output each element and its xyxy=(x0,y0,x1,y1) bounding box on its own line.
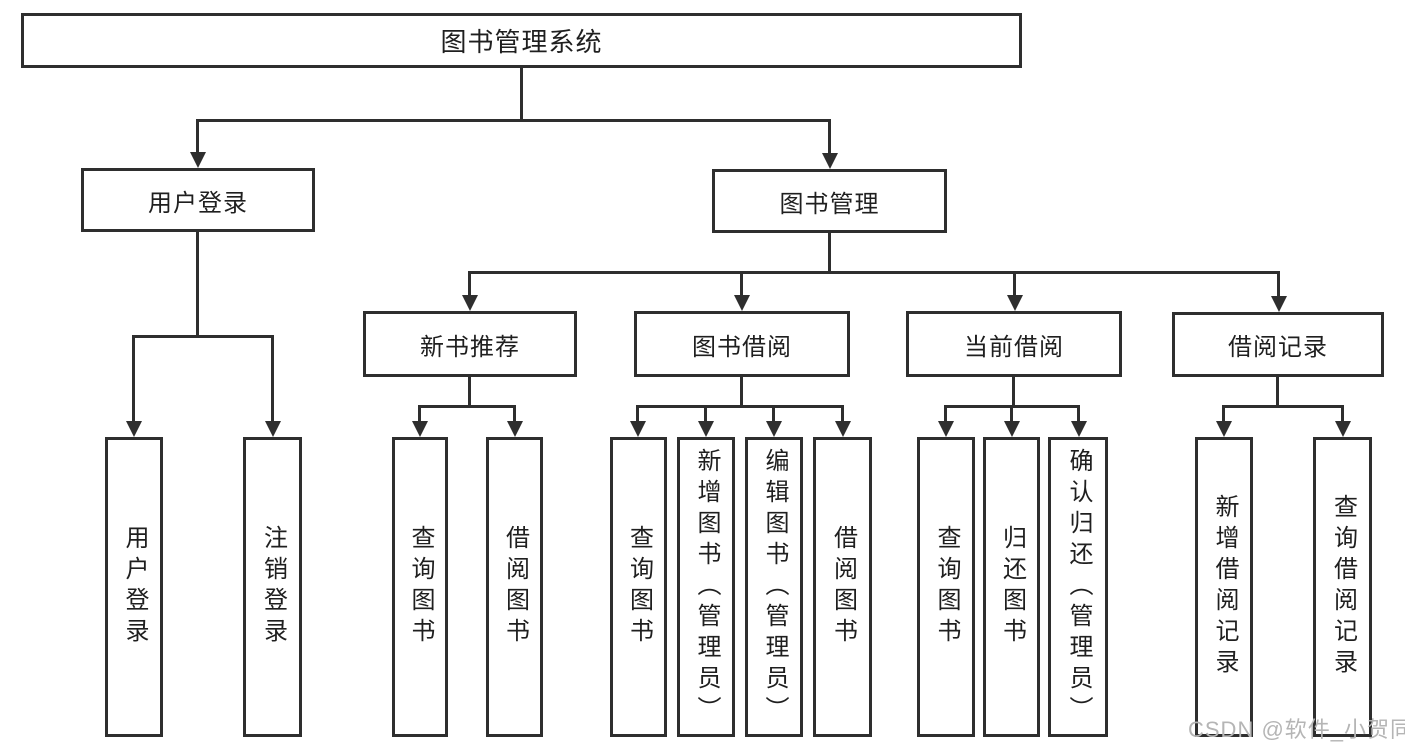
connector-line xyxy=(418,405,516,408)
node-book-management: 图书管理 xyxy=(712,169,947,233)
connector-line xyxy=(1077,405,1080,421)
connector-line xyxy=(841,405,844,421)
connector-line xyxy=(636,405,639,421)
connector-line xyxy=(418,405,421,421)
leaf-query-books-borrow: 查询图书 xyxy=(610,437,667,737)
leaf-borrow-books: 借阅图书 xyxy=(813,437,872,737)
connector-line xyxy=(468,271,1280,274)
arrowhead-icon xyxy=(1335,421,1351,437)
connector-line xyxy=(1341,405,1344,421)
connector-line xyxy=(196,119,199,153)
arrowhead-icon xyxy=(822,153,838,169)
connector-line xyxy=(196,232,199,338)
connector-line xyxy=(944,405,947,421)
connector-line xyxy=(1010,405,1013,421)
connector-line xyxy=(1276,377,1279,408)
arrowhead-icon xyxy=(835,421,851,437)
arrowhead-icon xyxy=(507,421,523,437)
arrowhead-icon xyxy=(1004,421,1020,437)
leaf-add-borrow-record: 新增借阅记录 xyxy=(1195,437,1253,737)
arrowhead-icon xyxy=(766,421,782,437)
connector-line xyxy=(271,335,274,421)
node-new-book-recommend: 新书推荐 xyxy=(363,311,577,377)
connector-line xyxy=(132,335,135,421)
connector-line xyxy=(468,271,471,296)
node-book-borrow: 图书借阅 xyxy=(634,311,850,377)
node-current-borrow: 当前借阅 xyxy=(906,311,1122,377)
arrowhead-icon xyxy=(1007,295,1023,311)
arrowhead-icon xyxy=(190,152,206,168)
connector-line xyxy=(828,119,831,153)
arrowhead-icon xyxy=(938,421,954,437)
leaf-logout: 注销登录 xyxy=(243,437,302,737)
leaf-confirm-return-admin: 确认归还（管理员） xyxy=(1048,437,1108,737)
connector-line xyxy=(1222,405,1225,421)
connector-line xyxy=(1277,271,1280,296)
connector-line xyxy=(1222,405,1344,408)
connector-line xyxy=(1013,271,1016,296)
connector-line xyxy=(468,377,471,408)
arrowhead-icon xyxy=(734,295,750,311)
arrowhead-icon xyxy=(1271,296,1287,312)
node-user-login: 用户登录 xyxy=(81,168,315,232)
connector-line xyxy=(704,405,707,421)
arrowhead-icon xyxy=(1216,421,1232,437)
leaf-query-borrow-record: 查询借阅记录 xyxy=(1313,437,1372,737)
connector-line xyxy=(196,119,831,122)
leaf-edit-books-admin: 编辑图书（管理员） xyxy=(745,437,803,737)
node-system-root: 图书管理系统 xyxy=(21,13,1022,68)
leaf-borrow-books-recommend: 借阅图书 xyxy=(486,437,543,737)
arrowhead-icon xyxy=(698,421,714,437)
arrowhead-icon xyxy=(265,421,281,437)
connector-line xyxy=(1012,377,1015,408)
leaf-return-books: 归还图书 xyxy=(983,437,1040,737)
leaf-user-login: 用户登录 xyxy=(105,437,163,737)
arrowhead-icon xyxy=(126,421,142,437)
connector-line xyxy=(513,405,516,421)
leaf-add-books-admin: 新增图书（管理员） xyxy=(677,437,735,737)
arrowhead-icon xyxy=(630,421,646,437)
node-borrow-records: 借阅记录 xyxy=(1172,312,1384,377)
connector-line xyxy=(740,271,743,296)
connector-line xyxy=(520,68,523,122)
connector-line xyxy=(772,405,775,421)
leaf-query-books-current: 查询图书 xyxy=(917,437,975,737)
connector-line xyxy=(740,377,743,408)
arrowhead-icon xyxy=(412,421,428,437)
connector-line xyxy=(132,335,274,338)
csdn-watermark: CSDN @软件_小贺同学 xyxy=(1188,717,1405,742)
arrowhead-icon xyxy=(462,295,478,311)
arrowhead-icon xyxy=(1071,421,1087,437)
connector-line xyxy=(636,405,844,408)
leaf-query-books-recommend: 查询图书 xyxy=(392,437,448,737)
connector-line xyxy=(828,233,831,274)
